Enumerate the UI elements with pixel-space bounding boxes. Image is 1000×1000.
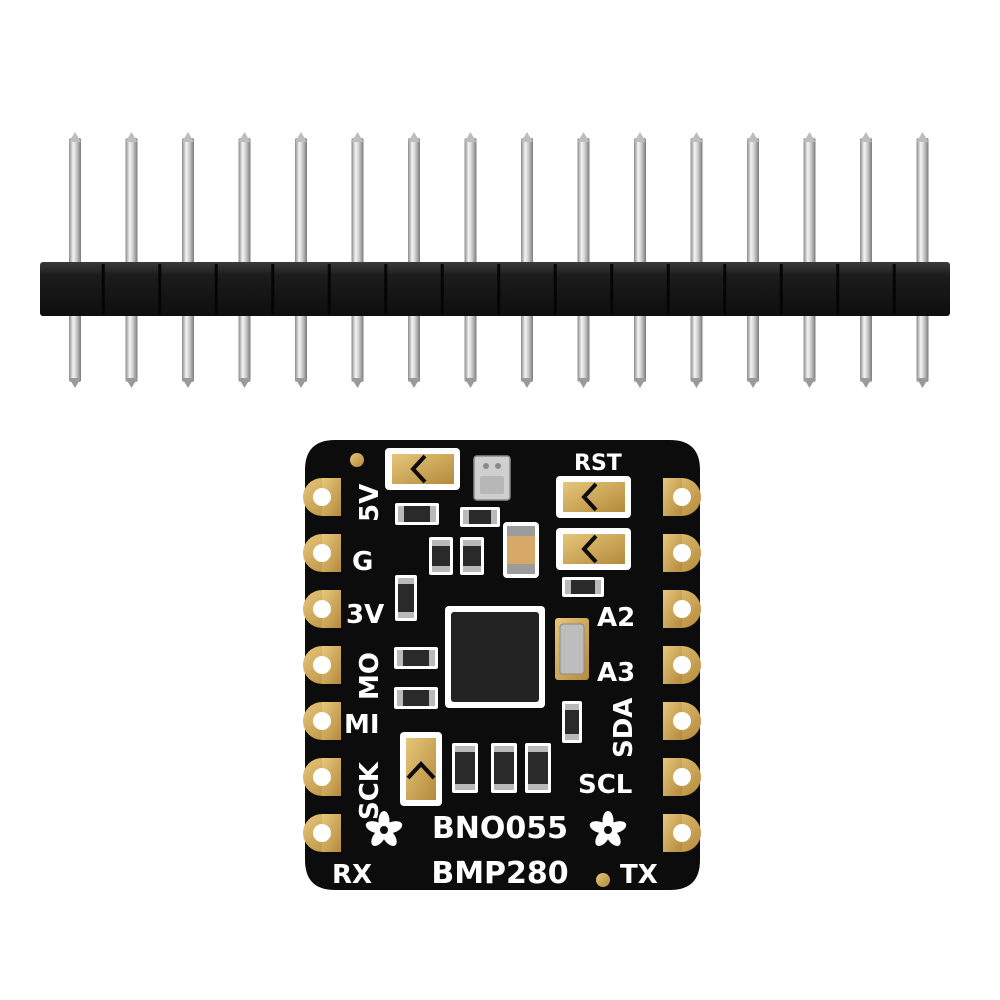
header-dividers xyxy=(101,264,896,314)
castellated-pad xyxy=(663,590,701,628)
smd-parts xyxy=(394,503,604,793)
smd-component xyxy=(562,701,582,743)
pin-header xyxy=(40,132,950,388)
breakout-board: 5V G 3V MO MI SCK RST A2 A3 SDA SCL RX T… xyxy=(303,440,701,891)
castellated-pad xyxy=(663,646,701,684)
pin-label-rst: RST xyxy=(574,451,622,476)
capacitor-large xyxy=(503,522,539,578)
smd-component xyxy=(562,577,604,597)
castellated-pad xyxy=(663,758,701,796)
jumper-rst-1 xyxy=(556,476,631,518)
header-pin xyxy=(577,132,590,388)
pads-right xyxy=(663,478,701,852)
castellated-pad xyxy=(663,478,701,516)
header-pin xyxy=(634,132,646,388)
header-divider xyxy=(553,264,557,314)
smd-component xyxy=(429,537,453,575)
pads-left xyxy=(303,478,341,852)
header-pin xyxy=(295,132,307,388)
pin-label-tx: TX xyxy=(620,860,658,890)
castellated-pad xyxy=(303,814,341,852)
header-plastic-strip xyxy=(40,262,950,316)
header-pin xyxy=(182,132,194,388)
header-divider xyxy=(892,264,896,314)
header-pin xyxy=(351,132,364,388)
jumper-top xyxy=(385,448,460,490)
header-divider xyxy=(271,264,275,314)
header-pin xyxy=(69,132,81,388)
header-divider xyxy=(497,264,501,314)
pin-label-mi: MI xyxy=(344,710,380,740)
jumper-sck xyxy=(400,732,442,806)
header-pin xyxy=(125,132,138,388)
header-pin xyxy=(521,132,533,388)
header-pin xyxy=(408,132,420,388)
flower-logo-left-icon xyxy=(365,811,403,846)
bmp280-sensor xyxy=(473,455,511,501)
header-divider xyxy=(666,264,670,314)
pin-label-sck: SCK xyxy=(355,761,385,820)
header-divider xyxy=(723,264,727,314)
silkscreen: 5V G 3V MO MI SCK RST A2 A3 SDA SCL RX T… xyxy=(332,451,658,891)
smd-component xyxy=(452,743,478,793)
bno055-chip xyxy=(445,606,545,708)
smd-component xyxy=(460,537,484,575)
header-pin xyxy=(747,132,759,388)
chip-name-line1: BNO055 xyxy=(432,811,568,846)
header-pin xyxy=(690,132,703,388)
castellated-pad xyxy=(303,758,341,796)
crystal xyxy=(555,618,589,680)
header-divider xyxy=(779,264,783,314)
castellated-pad xyxy=(663,702,701,740)
pin-label-3v: 3V xyxy=(346,600,384,630)
smd-component xyxy=(394,647,438,669)
pin-label-g: G xyxy=(352,547,373,577)
pin-label-sda: SDA xyxy=(609,698,639,758)
pin-label-a3: A3 xyxy=(597,658,635,688)
jumper-rst-2 xyxy=(556,528,631,570)
header-pin xyxy=(238,132,251,388)
smd-component xyxy=(394,687,438,709)
header-pin xyxy=(803,132,816,388)
header-divider xyxy=(440,264,444,314)
pin-label-a2: A2 xyxy=(597,603,635,633)
header-divider xyxy=(384,264,388,314)
mount-dot-top xyxy=(350,453,364,467)
smd-component xyxy=(395,503,439,525)
chip-name-line2: BMP280 xyxy=(431,856,568,891)
header-pin xyxy=(916,132,929,388)
smd-component xyxy=(395,575,417,621)
header-pin xyxy=(464,132,477,388)
smd-component xyxy=(460,507,500,527)
header-pins xyxy=(69,132,929,388)
pin-label-rx: RX xyxy=(332,860,372,890)
castellated-pad xyxy=(303,478,341,516)
header-divider xyxy=(214,264,218,314)
castellated-pad xyxy=(303,702,341,740)
header-divider xyxy=(158,264,162,314)
castellated-pad xyxy=(303,646,341,684)
mount-dot-bottom xyxy=(596,873,610,887)
pin-label-5v: 5V xyxy=(355,484,385,522)
header-divider xyxy=(610,264,614,314)
flower-logo-right-icon xyxy=(589,811,627,846)
header-divider xyxy=(836,264,840,314)
pin-label-mo: MO xyxy=(355,652,385,700)
castellated-pad xyxy=(303,590,341,628)
smd-component xyxy=(491,743,517,793)
pin-label-scl: SCL xyxy=(578,770,632,800)
castellated-pad xyxy=(663,534,701,572)
header-pin xyxy=(860,132,872,388)
castellated-pad xyxy=(663,814,701,852)
header-divider xyxy=(327,264,331,314)
smd-component xyxy=(525,743,551,793)
castellated-pad xyxy=(303,534,341,572)
header-divider xyxy=(101,264,105,314)
